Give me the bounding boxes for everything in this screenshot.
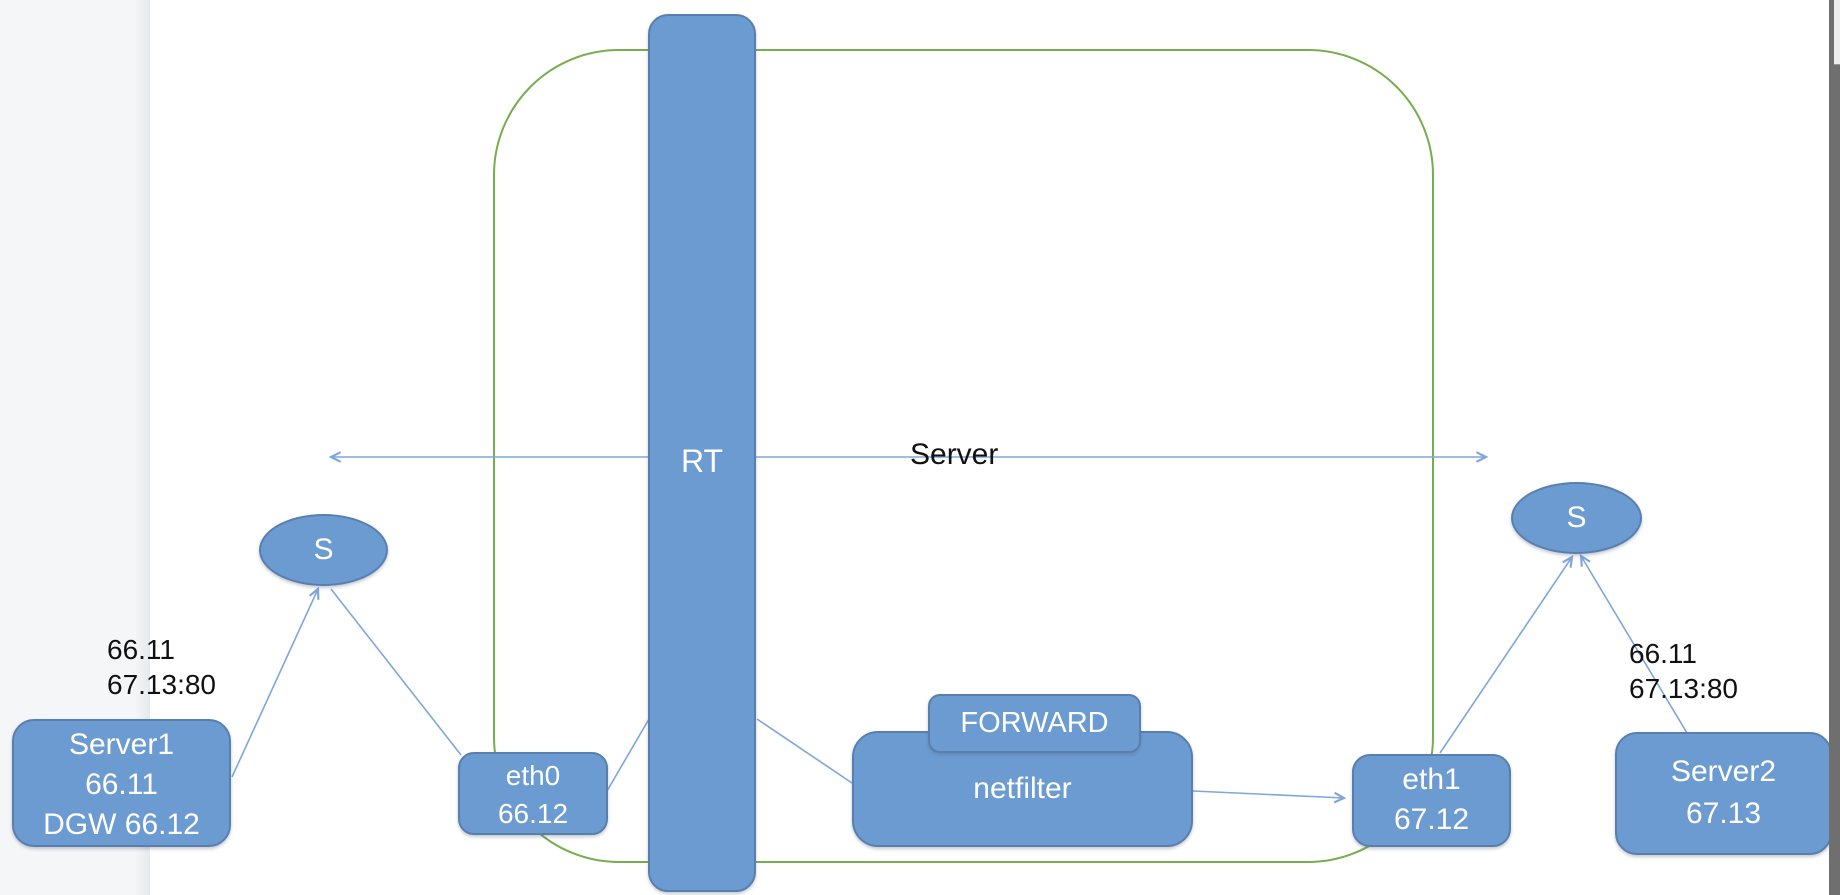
right-ip-line1: 66.11 [1629, 638, 1697, 669]
server1-name: Server1 [68, 728, 175, 761]
right-ip-annotation: 66.11 67.13:80 [1629, 636, 1738, 706]
link-eth1-to-switch-right [1439, 554, 1574, 754]
link-netfilter-to-eth1 [1192, 790, 1347, 804]
router-label: RT [680, 443, 724, 479]
scrollbar-track-notch [1834, 0, 1840, 65]
node-server2[interactable]: Server2 67.13 [1615, 732, 1832, 855]
left-ip-annotation: 66.11 67.13:80 [107, 632, 216, 702]
node-eth1[interactable]: eth1 67.12 [1352, 754, 1511, 847]
link-rt-to-netfilter [756, 718, 853, 784]
eth0-ip: 66.12 [497, 798, 569, 829]
eth1-name: eth1 [1402, 763, 1461, 796]
left-ip-line1: 66.11 [107, 634, 175, 665]
netfilter-label: netfilter [973, 772, 1072, 805]
node-server1[interactable]: Server1 66.11 DGW 66.12 [12, 719, 231, 847]
eth0-name: eth0 [505, 760, 561, 791]
router-bar[interactable]: RT [648, 14, 756, 892]
left-ip-line2: 67.13:80 [107, 669, 216, 700]
switch-left[interactable]: S [259, 514, 388, 586]
server2-ip: 67.13 [1685, 797, 1762, 830]
server1-ip: 66.11 [85, 768, 158, 801]
switch-right-label: S [1566, 501, 1587, 534]
right-ip-line2: 67.13:80 [1629, 673, 1738, 704]
scrollbar[interactable] [1829, 0, 1840, 895]
switch-left-label: S [313, 533, 334, 566]
switch-right[interactable]: S [1511, 482, 1642, 554]
node-eth0[interactable]: eth0 66.12 [458, 752, 608, 835]
forward-label: FORWARD [960, 707, 1109, 739]
link-server1-to-switch-left [231, 586, 320, 778]
link-switch-left-to-eth0 [330, 588, 462, 756]
link-server2-to-switch-right [1579, 553, 1688, 734]
bus-label: Server [910, 438, 999, 471]
node-forward-chain[interactable]: FORWARD [928, 694, 1141, 753]
eth1-ip: 67.12 [1393, 803, 1470, 836]
link-eth0-to-rt [606, 718, 650, 792]
server2-name: Server2 [1670, 755, 1777, 788]
server1-gateway: DGW 66.12 [43, 808, 200, 841]
